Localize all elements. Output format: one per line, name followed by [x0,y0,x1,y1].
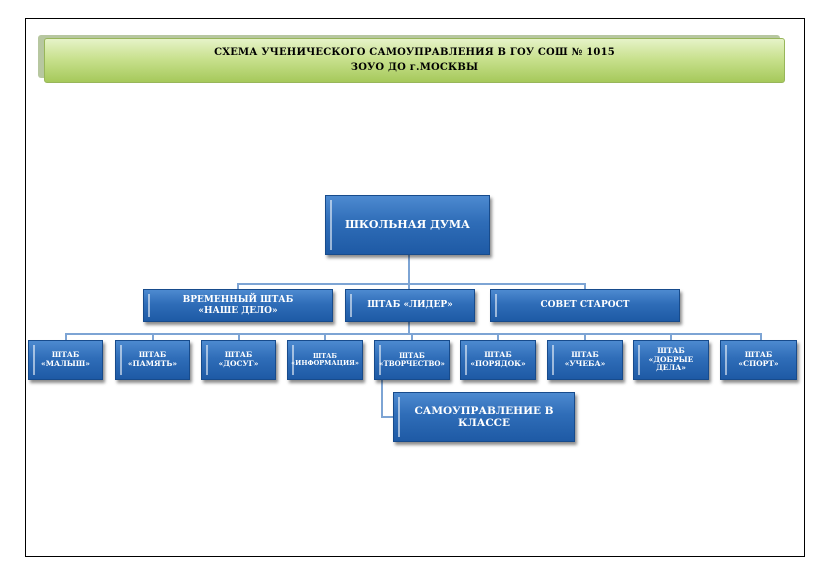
title-banner: СХЕМА УЧЕНИЧЕСКОГО САМОУПРАВЛЕНИЯ В ГОУ … [44,38,785,83]
hq-memory-box: ШТАБ «ПАМЯТЬ» [115,340,190,380]
slide-frame [25,18,805,557]
hq-good-deeds-line-3: ДЕЛА» [656,363,686,373]
connector-l3-1 [65,333,67,341]
hq-study-line-1: ШТАБ [571,350,599,360]
connector-level3-bus [65,333,762,335]
council-of-heads-label: СОВЕТ СТАРОСТ [540,300,630,311]
class-self-government-line-1: САМОУПРАВЛЕНИЕ В [414,404,554,417]
connector-l3-8 [670,333,672,341]
hq-kid-line-1: ШТАБ [51,350,80,360]
connector-level2-bus [237,283,585,285]
connector-l3-6 [497,333,499,341]
hq-creativity-box: ШТАБ «ТВОРЧЕСТВО» [374,340,450,380]
connector-l3-9 [760,333,762,341]
hq-creativity-line-1: ШТАБ [399,350,425,360]
hq-leisure-line-2: «ДОСУГ» [218,359,259,368]
connector-root-down [408,254,410,284]
connector-class-self-gov [381,416,395,418]
hq-kid-box: ШТАБ «МАЛЫШ» [28,340,103,380]
hq-good-deeds-line-2: «ДОБРЫЕ [648,354,694,364]
council-of-heads-box: СОВЕТ СТАРОСТ [490,289,680,322]
hq-leisure-line-1: ШТАБ [224,350,253,360]
hq-memory-line-2: «ПАМЯТЬ» [127,359,178,368]
hq-information-box: ШТАБ «ИНФОРМАЦИЯ» [287,340,363,380]
hq-study-line-2: «УЧЕБА» [564,359,606,368]
title-line-1: СХЕМА УЧЕНИЧЕСКОГО САМОУПРАВЛЕНИЯ В ГОУ … [214,47,615,58]
connector-to-council [584,283,586,290]
connector-creativity-down [381,380,383,418]
hq-good-deeds-line-1: ШТАБ [657,346,685,356]
temporary-hq-box: ВРЕМЕННЫЙ ШТАБ «НАШЕ ДЕЛО» [143,289,333,322]
hq-sport-line-2: «СПОРТ» [738,359,779,368]
hq-sport-box: ШТАБ «СПОРТ» [720,340,797,380]
connector-l3-3 [238,333,240,341]
school-duma-box: ШКОЛЬНАЯ ДУМА [325,195,490,255]
connector-l3-7 [584,333,586,341]
hq-kid-line-2: «МАЛЫШ» [41,359,90,368]
school-duma-label: ШКОЛЬНАЯ ДУМА [344,217,471,231]
temporary-hq-line-2: «НАШЕ ДЕЛО» [198,305,278,316]
hq-order-box: ШТАБ «ПОРЯДОК» [460,340,536,380]
temporary-hq-line-1: ВРЕМЕННЫЙ ШТАБ [182,295,294,306]
title-line-2: ЗОУО ДО г.МОСКВЫ [350,62,479,73]
hq-sport-line-1: ШТАБ [744,350,773,360]
hq-memory-line-1: ШТАБ [138,350,167,360]
connector-to-leader-hq [408,283,410,290]
hq-creativity-line-2: «ТВОРЧЕСТВО» [379,359,445,368]
connector-l3-5 [411,333,413,341]
hq-order-line-2: «ПОРЯДОК» [470,359,526,368]
class-self-government-box: САМОУПРАВЛЕНИЕ В КЛАССЕ [393,392,575,442]
hq-leisure-box: ШТАБ «ДОСУГ» [201,340,276,380]
connector-l3-4 [324,333,326,341]
hq-good-deeds-box: ШТАБ «ДОБРЫЕ ДЕЛА» [633,340,709,380]
hq-information-line-1: ШТАБ [313,351,337,360]
hq-study-box: ШТАБ «УЧЕБА» [547,340,623,380]
hq-information-line-2: «ИНФОРМАЦИЯ» [291,359,359,367]
leader-hq-box: ШТАБ «ЛИДЕР» [345,289,475,322]
connector-l3-2 [152,333,154,341]
class-self-government-line-2: КЛАССЕ [457,417,511,429]
hq-order-line-1: ШТАБ [484,350,512,360]
connector-leader-down [408,321,410,334]
connector-to-temp-hq [237,283,239,290]
leader-hq-label: ШТАБ «ЛИДЕР» [367,300,453,311]
